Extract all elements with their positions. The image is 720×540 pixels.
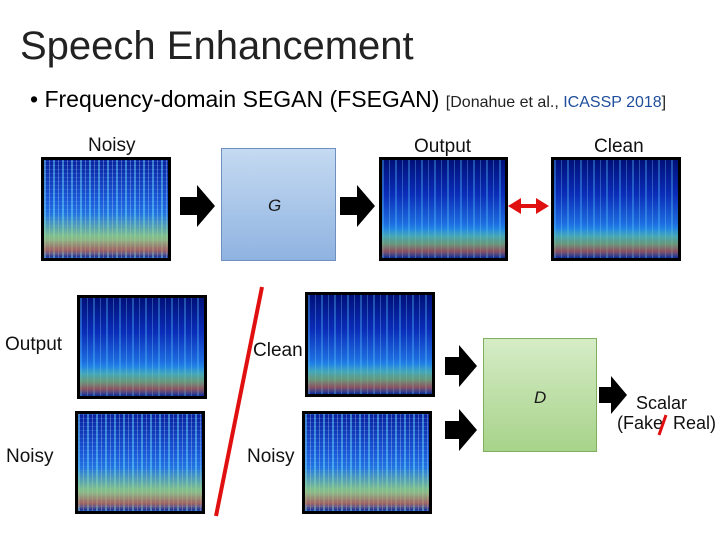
disc-noisy-spectrogram-left <box>75 411 205 514</box>
disc-output-label: Output <box>5 334 63 355</box>
generator-box: G <box>221 148 336 261</box>
arrow-noisy-to-d <box>445 409 477 451</box>
arrow-g-to-output <box>340 185 375 227</box>
citation-suffix: ] <box>661 94 667 111</box>
bullet-marker: • <box>30 86 39 112</box>
disc-output-spectrogram <box>77 295 207 399</box>
compare-double-arrow <box>508 198 549 214</box>
gen-noisy-label: Noisy <box>88 135 136 156</box>
gen-noisy-spectrogram <box>41 157 171 261</box>
disc-noisy-spectrogram-right <box>302 411 432 514</box>
gen-output-label: Output <box>414 136 472 157</box>
citation-prefix: [Donahue et al., <box>445 94 564 111</box>
bullet-line: • Frequency-domain SEGAN (FSEGAN) [Donah… <box>30 86 666 113</box>
citation: [Donahue et al., ICASSP 2018] <box>446 94 666 111</box>
bullet-text: Frequency-domain SEGAN (FSEGAN) <box>44 86 440 112</box>
slide-title: Speech Enhancement <box>20 24 414 68</box>
arrow-noisy-to-g <box>180 185 215 227</box>
gen-clean-spectrogram <box>551 157 681 261</box>
discriminator-letter: D <box>534 388 547 407</box>
arrow-clean-to-d <box>445 345 477 387</box>
disc-noisy-label-right: Noisy <box>247 446 295 467</box>
citation-venue: ICASSP 2018 <box>563 94 662 111</box>
fake-real-red-slash <box>657 414 668 436</box>
gen-output-spectrogram <box>379 157 508 261</box>
disc-clean-label: Clean <box>253 340 303 361</box>
arrow-d-to-scalar <box>599 376 627 414</box>
fake-real-label: (Fake Real) <box>617 413 717 433</box>
scalar-label: Scalar <box>636 393 688 413</box>
disc-noisy-label-left: Noisy <box>6 446 54 467</box>
disc-clean-spectrogram <box>305 292 435 397</box>
red-separator-line <box>214 286 264 517</box>
generator-letter: G <box>268 196 282 215</box>
gen-clean-label: Clean <box>594 136 644 157</box>
discriminator-box: D <box>483 338 597 452</box>
